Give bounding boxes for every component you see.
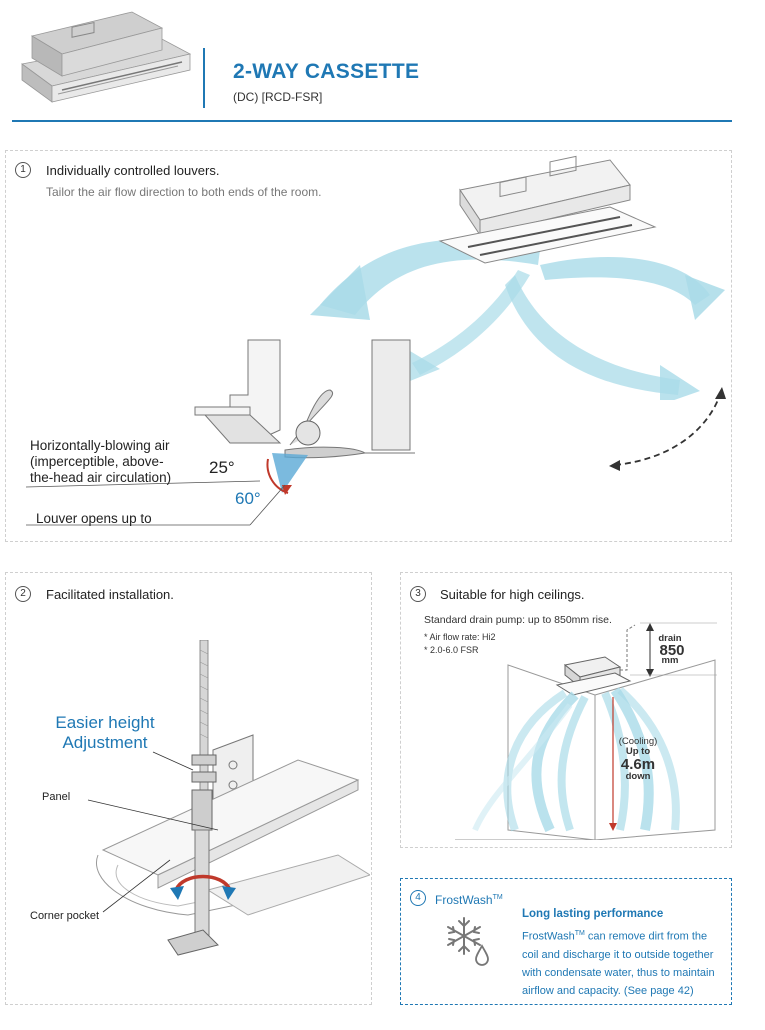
frostwash-heading: Long lasting performance <box>522 908 664 920</box>
airflow-illustration <box>310 155 725 400</box>
section2-heading: Facilitated installation. <box>46 587 174 602</box>
swing-arrow-icon <box>609 387 726 471</box>
drain-pump-text: Standard drain pump: up to 850mm rise. <box>424 614 612 626</box>
cooling-down: down <box>625 771 651 782</box>
header-divider <box>203 48 205 108</box>
ceiling-illustration <box>455 622 717 840</box>
section-high-ceilings <box>400 572 732 848</box>
snowflake-drop-icon <box>447 917 489 966</box>
frostwash-body-line3: with condensate water, thus to maintain <box>522 966 715 979</box>
cooling-upto: Up to <box>625 746 651 757</box>
frostwash-title-tm: TM <box>492 894 503 901</box>
section1-callout-lines <box>25 480 286 526</box>
section1-heading: Individually controlled louvers. <box>46 163 220 178</box>
label-corner-pocket: Corner pocket <box>30 910 100 922</box>
header-rule <box>12 120 732 122</box>
label-panel: Panel <box>42 791 71 803</box>
page-subtitle: (DC) [RCD-FSR] <box>233 90 323 104</box>
frostwash-body-line1: FrostWashTM can remove dirt from the <box>522 925 727 946</box>
section-installation <box>5 572 372 1005</box>
frostwash-body-brand: FrostWash <box>522 930 575 943</box>
frostwash-body: FrostWashTM can remove dirt from the coi… <box>522 925 727 1000</box>
label-louver: Louver opens up to <box>36 511 152 526</box>
label-horizontal-line3: the-head air circulation) <box>30 470 172 485</box>
frostwash-title: FrostWashTM <box>435 893 503 907</box>
cooling-value: 4.6m <box>620 756 656 773</box>
label-horizontal-line1: Horizontally-blowing air <box>30 438 170 453</box>
label-height-line1: Easier height <box>55 713 155 732</box>
page-title: 2-WAY CASSETTE <box>233 60 420 83</box>
angle-max: 60° <box>235 489 261 508</box>
section1-description: Tailor the air flow direction to both en… <box>46 185 322 199</box>
installation-illustration <box>87 640 370 956</box>
frostwash-body-line1-rest: can remove dirt from the <box>584 930 708 943</box>
section-number-2: 2 <box>15 586 31 602</box>
louver-cross-section <box>194 339 415 495</box>
section-frostwash <box>400 878 732 1005</box>
drain-unit: mm <box>661 655 679 666</box>
drain-label: drain <box>658 633 682 644</box>
section-number-3: 3 <box>410 586 426 602</box>
section-louvers <box>5 150 732 542</box>
section-number-1: 1 <box>15 162 31 178</box>
label-horizontal-line2: (imperceptible, above- <box>30 454 164 469</box>
cooling-label: (Cooling) <box>618 736 658 747</box>
drain-value: 850 <box>659 642 685 659</box>
note-fsr: * 2.0-6.0 FSR <box>424 645 479 655</box>
frostwash-body-tm: TM <box>574 930 585 937</box>
frostwash-body-line2: coil and discharge it to outside togethe… <box>522 948 714 961</box>
section-number-4: 4 <box>410 890 426 906</box>
cassette-product-image <box>21 11 192 103</box>
label-height-line2: Adjustment <box>62 733 148 752</box>
frostwash-body-line4: airflow and capacity. (See page 42) <box>522 984 694 997</box>
frostwash-title-text: FrostWash <box>435 893 493 907</box>
note-airflow: * Air flow rate: Hi2 <box>424 632 496 642</box>
section3-heading: Suitable for high ceilings. <box>440 587 585 602</box>
angle-min: 25° <box>209 458 235 477</box>
